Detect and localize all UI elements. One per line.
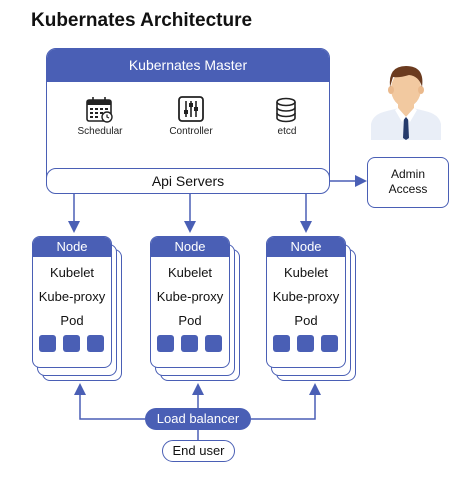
controller-label: Controller: [169, 126, 213, 137]
pod-square: [273, 335, 290, 352]
kube-proxy-label: Kube-proxy: [156, 289, 224, 304]
pod-square: [297, 335, 314, 352]
node-header: Node: [33, 237, 111, 257]
calendar-icon: [86, 97, 113, 123]
pod-square: [181, 335, 198, 352]
admin-line-1: Admin: [390, 167, 425, 181]
kube-proxy-label: Kube-proxy: [38, 289, 106, 304]
api-servers-bar: Api Servers: [46, 168, 330, 194]
pod-group: [39, 335, 107, 352]
pod-square: [63, 335, 80, 352]
node-header: Node: [151, 237, 229, 257]
pod-label: Pod: [60, 313, 84, 328]
pod-square: [321, 335, 338, 352]
sliders-icon: [178, 96, 204, 122]
kubelet-label: Kubelet: [49, 265, 95, 280]
kube-proxy-label: Kube-proxy: [272, 289, 340, 304]
master-header: Kubernates Master: [47, 49, 329, 82]
pod-square: [205, 335, 222, 352]
pod-square: [39, 335, 56, 352]
etcd-label: etcd: [277, 126, 297, 137]
node-header: Node: [267, 237, 345, 257]
pod-label: Pod: [294, 313, 318, 328]
lb-node3-arrow: [251, 383, 321, 420]
pod-square: [157, 335, 174, 352]
pod-square: [87, 335, 104, 352]
page-title: Kubernates Architecture: [31, 10, 253, 31]
kubelet-label: Kubelet: [283, 265, 329, 280]
node-card-1: Node Kubelet Kube-proxy Pod: [32, 236, 112, 368]
lb-node1-arrow: [74, 383, 145, 420]
pod-group: [157, 335, 225, 352]
node-card-2: Node Kubelet Kube-proxy Pod: [150, 236, 230, 368]
admin-line-2: Access: [388, 182, 428, 196]
end-user-pill: End user: [162, 440, 235, 462]
node-card-3: Node Kubelet Kube-proxy Pod: [266, 236, 346, 368]
schedular-label: Schedular: [77, 126, 123, 137]
pod-label: Pod: [178, 313, 202, 328]
pod-group: [273, 335, 341, 352]
load-balancer-pill: Load balancer: [145, 408, 251, 430]
kubelet-label: Kubelet: [167, 265, 213, 280]
admin-access-box: Admin Access: [367, 157, 449, 208]
database-icon: [276, 97, 296, 123]
user-avatar-icon: [371, 66, 441, 140]
